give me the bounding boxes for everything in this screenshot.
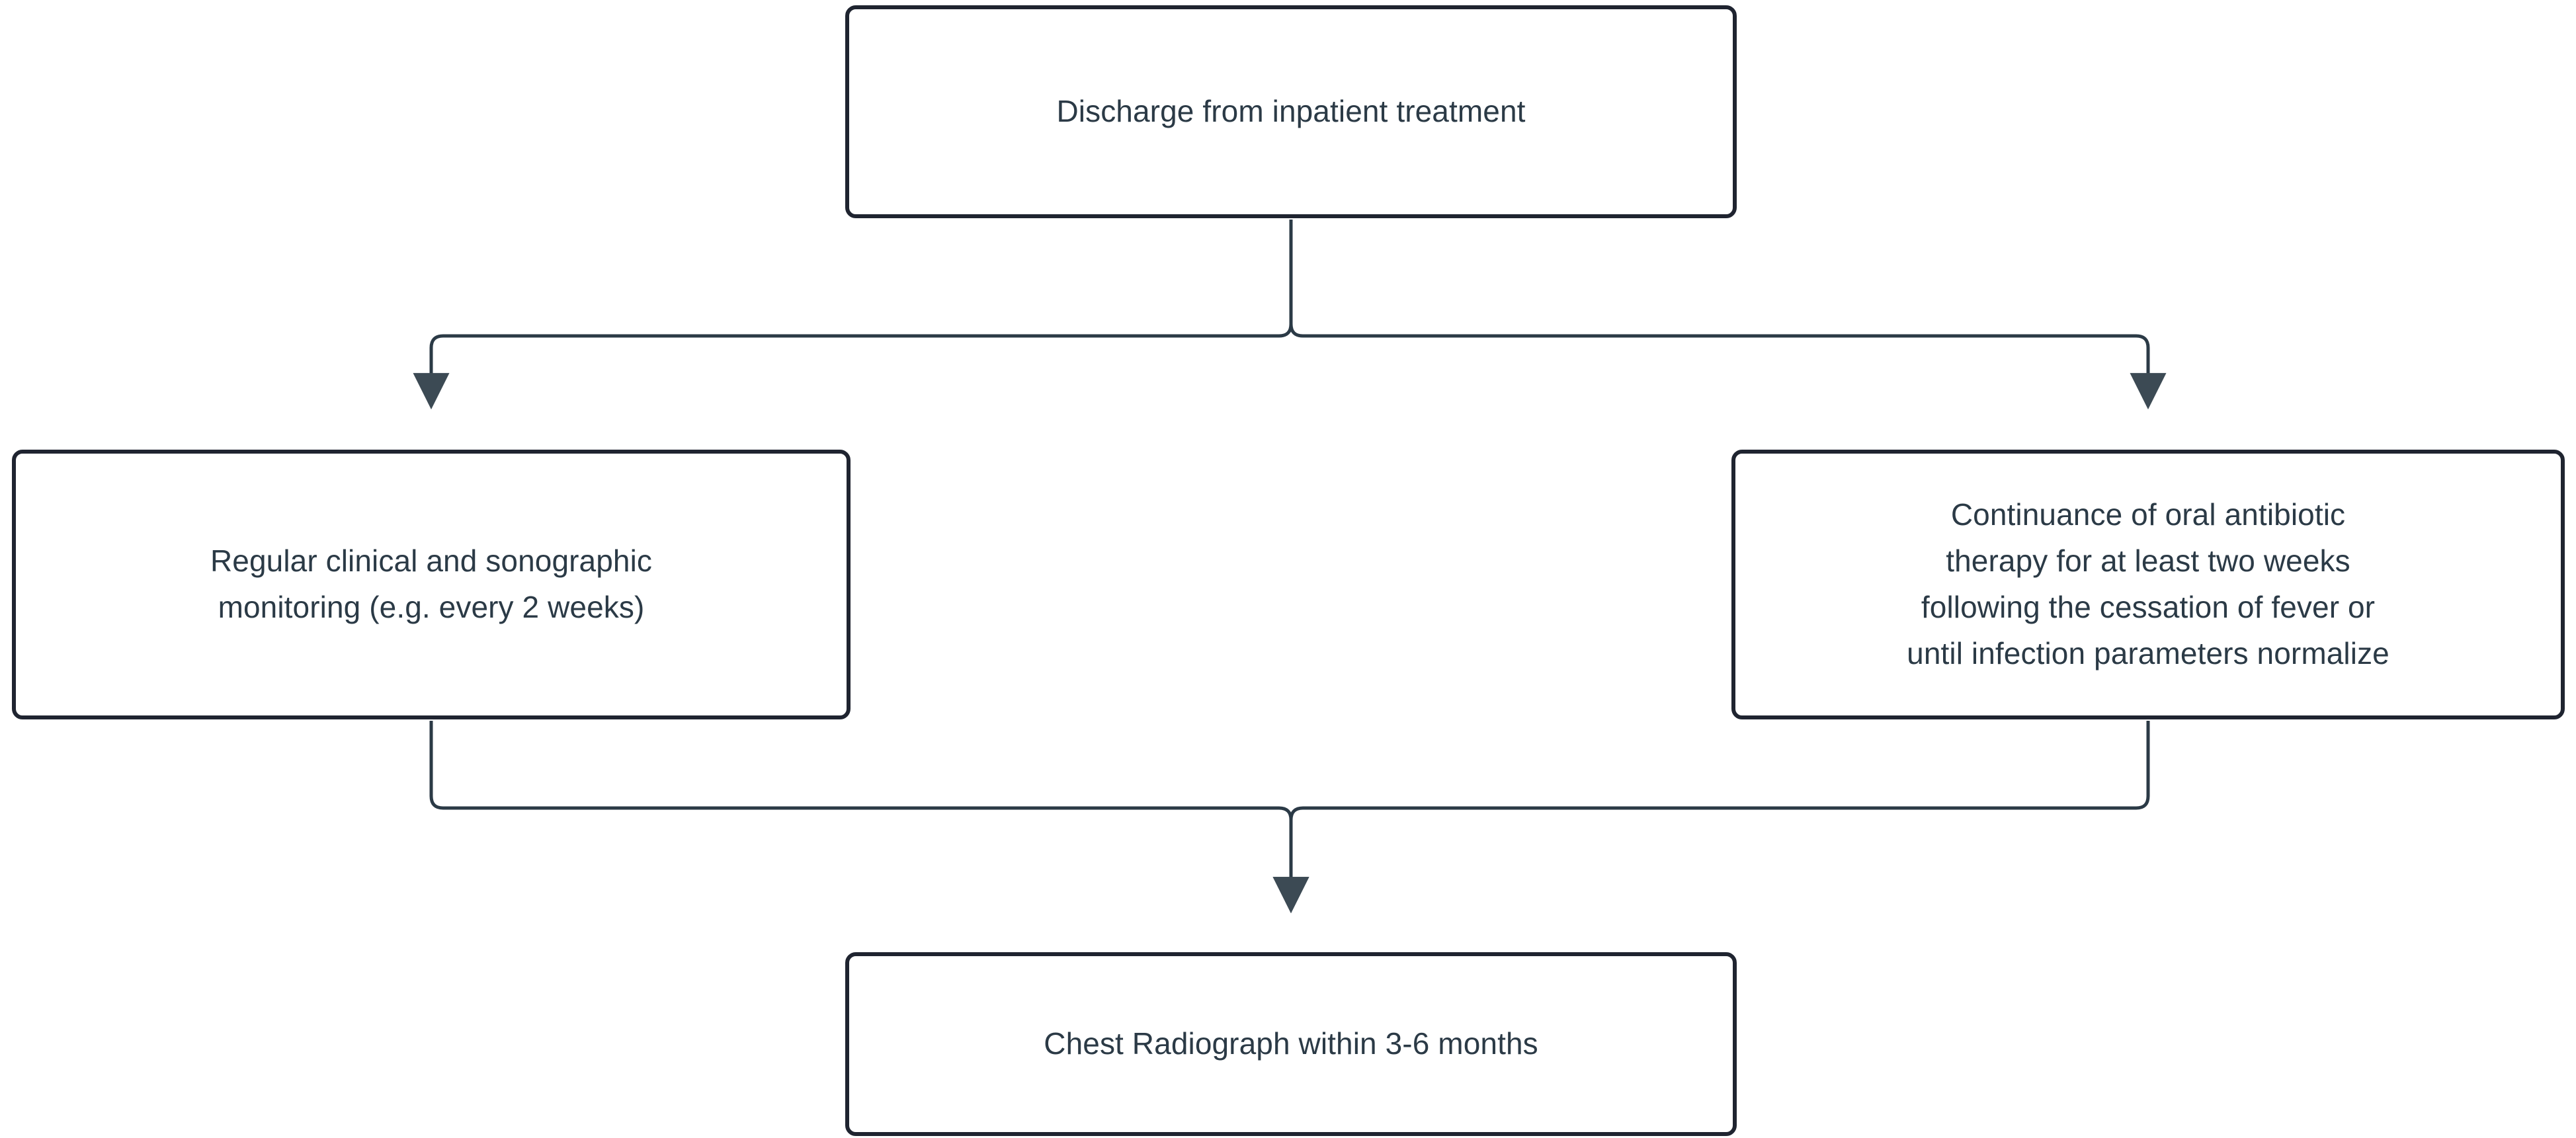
node-radiograph[interactable]: Chest Radiograph within 3-6 months [845,952,1737,1136]
edge-discharge-to-antibiotic [1289,220,2167,410]
node-discharge[interactable]: Discharge from inpatient treatment [845,5,1737,218]
edge-discharge-to-monitoring [413,220,1293,410]
edge-antibiotic-to-radiograph [1272,721,2150,914]
node-monitoring[interactable]: Regular clinical and sonographic monitor… [12,450,851,719]
edge-monitoring-to-radiograph [429,721,1309,914]
node-antibiotic[interactable]: Continuance of oral antibiotic therapy f… [1731,450,2565,719]
